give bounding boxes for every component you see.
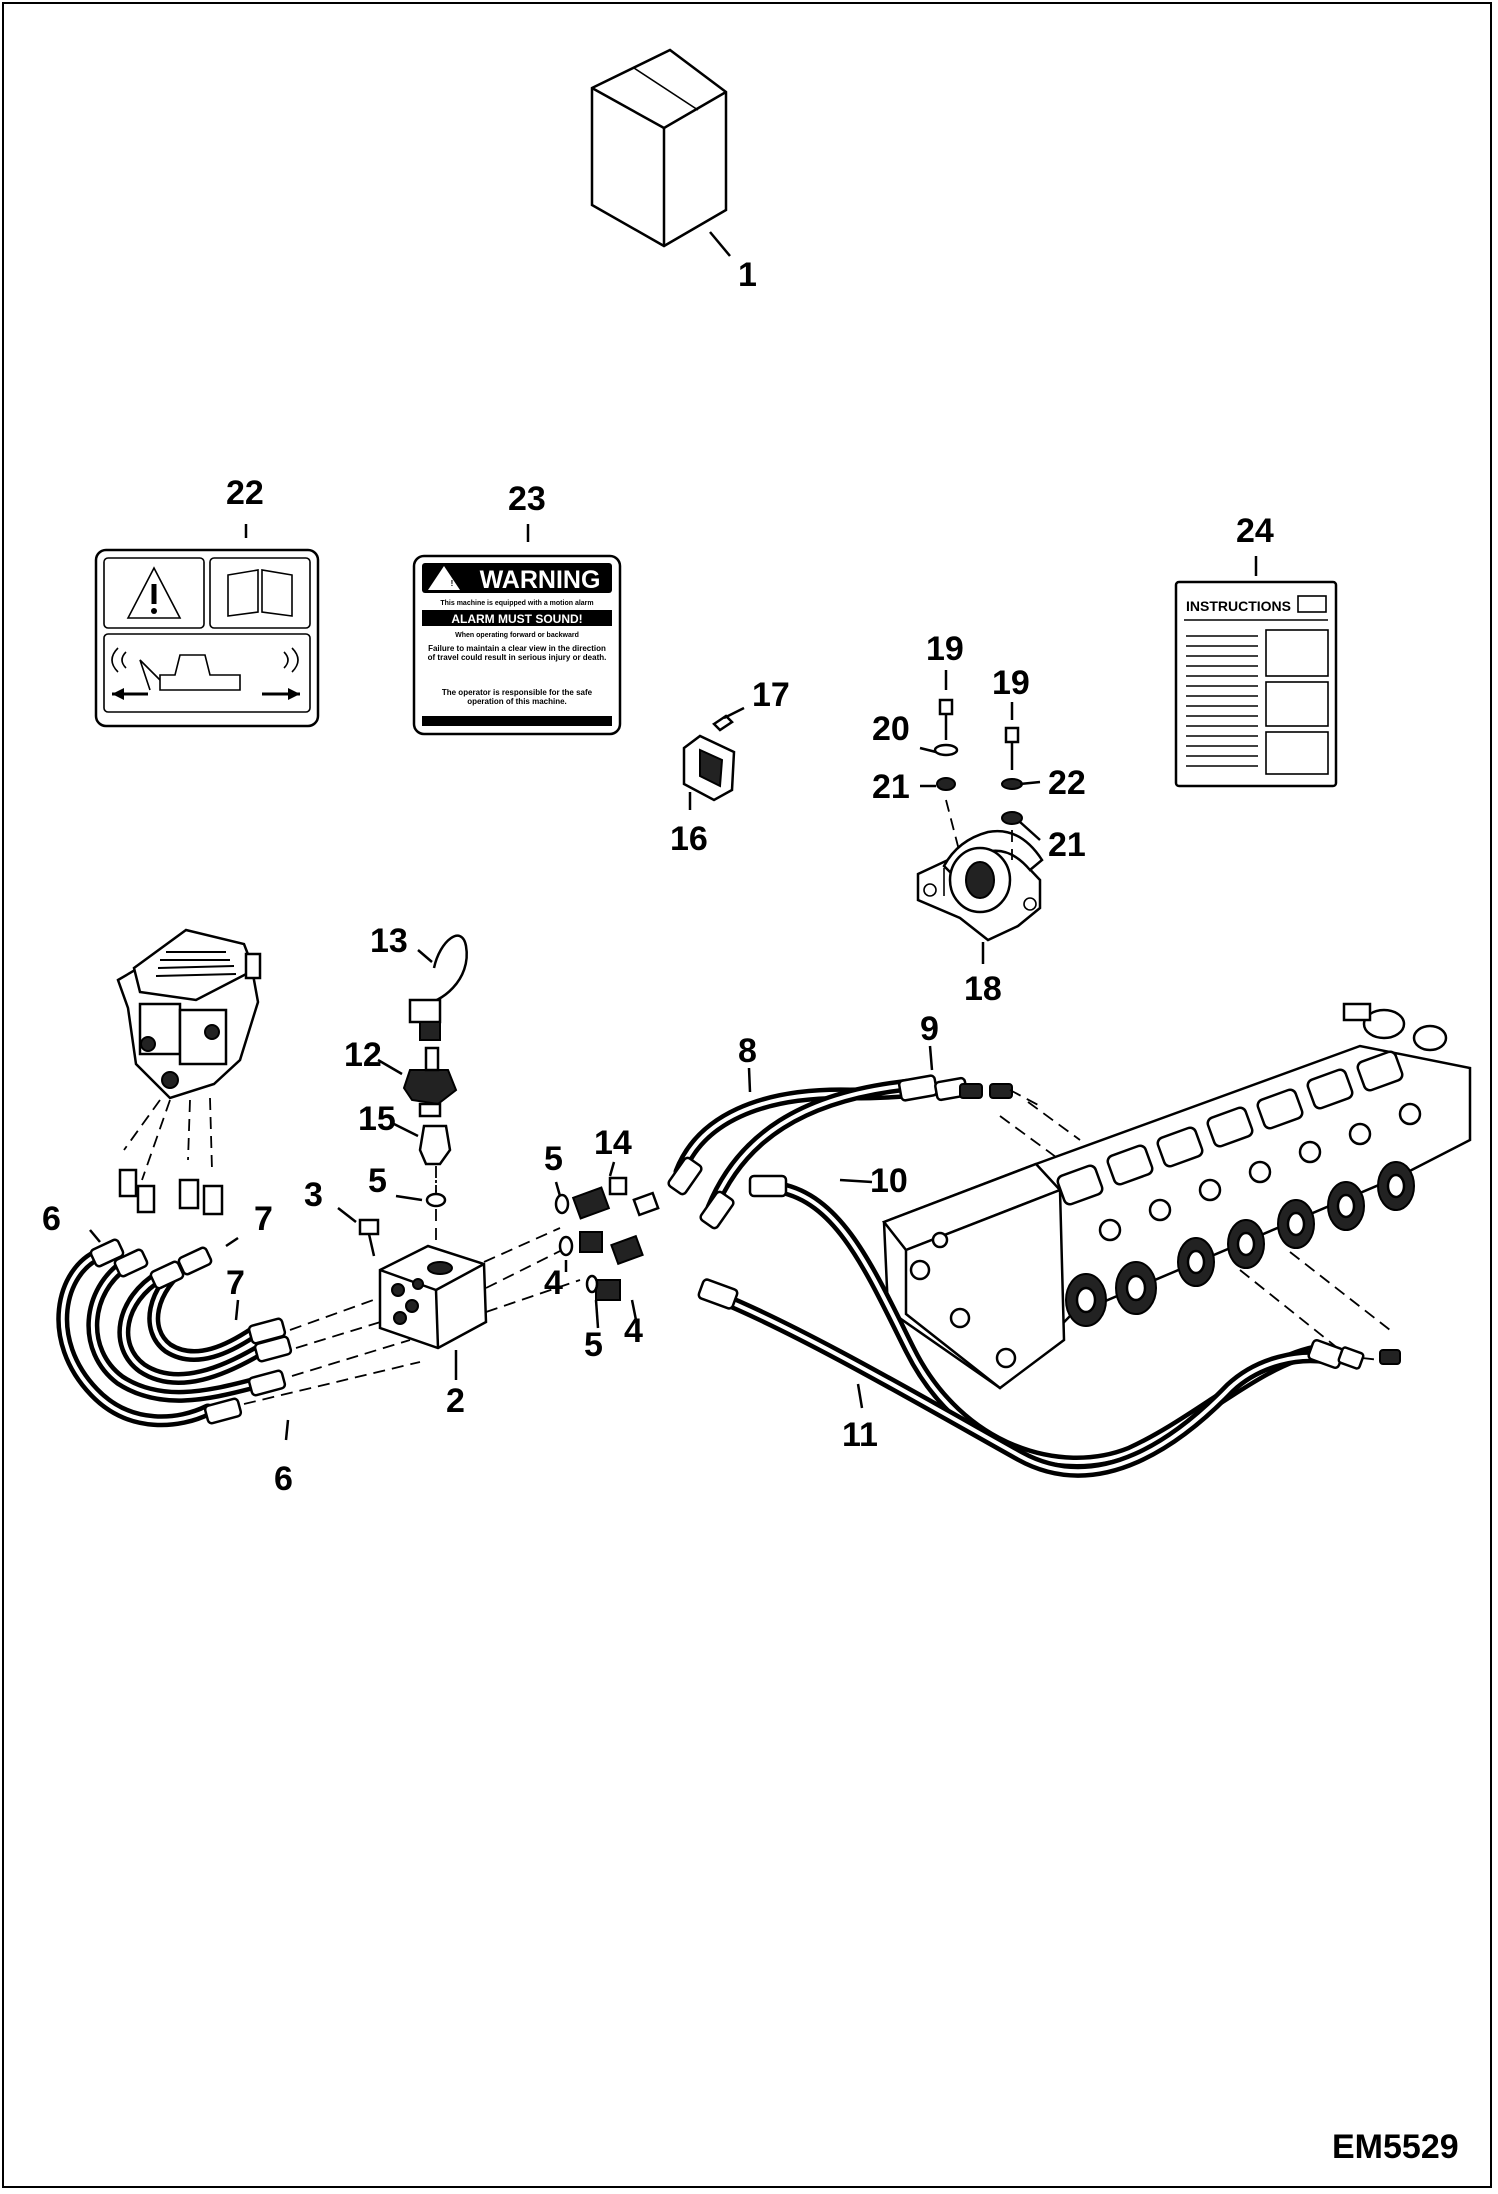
alarm-part xyxy=(916,670,1044,964)
callout-13: 13 xyxy=(370,922,408,960)
callout-20: 20 xyxy=(872,710,910,748)
callout-19a: 19 xyxy=(926,630,964,668)
callout-2: 2 xyxy=(446,1382,465,1420)
warning-line3: When operating forward or backward xyxy=(455,632,579,639)
callout-17: 17 xyxy=(752,676,790,714)
callout-19b: 19 xyxy=(992,664,1030,702)
callout-15: 15 xyxy=(358,1100,396,1138)
instruction-sheet-part: INSTRUCTIONS xyxy=(1174,556,1338,788)
callout-24: 24 xyxy=(1236,512,1274,550)
callout-6a: 6 xyxy=(42,1200,61,1238)
callout-21a: 21 xyxy=(872,768,910,806)
pressure-switch-part xyxy=(337,934,468,1223)
callout-23: 23 xyxy=(508,480,546,518)
shuttle-valve-part xyxy=(358,1180,581,1350)
callout-22: 22 xyxy=(1048,764,1086,802)
warning-line4: Failure to maintain a clear view in the … xyxy=(427,644,607,662)
callout-3: 3 xyxy=(304,1176,323,1214)
callout-18: 18 xyxy=(964,970,1002,1008)
callout-4b: 4 xyxy=(624,1312,643,1350)
callout-10: 10 xyxy=(870,1162,908,1200)
callout-labels: 1 22 23 24 19 19 17 20 21 22 21 16 18 13… xyxy=(42,256,1274,1498)
fittings-part xyxy=(554,1161,660,1329)
instructions-heading: INSTRUCTIONS xyxy=(1186,598,1291,614)
callout-5b: 5 xyxy=(544,1140,563,1178)
callout-1: 1 xyxy=(738,256,757,294)
callout-22-decal: 22 xyxy=(226,474,264,512)
callout-21b: 21 xyxy=(1048,826,1086,864)
valve-spools xyxy=(1056,1050,1422,1327)
callout-7a: 7 xyxy=(254,1200,273,1238)
kit-box-part xyxy=(590,48,731,257)
callout-4a: 4 xyxy=(544,1264,563,1302)
callout-5c: 5 xyxy=(584,1326,603,1364)
callout-14: 14 xyxy=(594,1124,632,1162)
pilot-valve-part xyxy=(116,928,262,1216)
callout-11: 11 xyxy=(842,1416,878,1454)
callout-8: 8 xyxy=(738,1032,757,1070)
warning-decal-part: ! WARNING This machine is equipped with … xyxy=(412,524,622,736)
control-valve-part xyxy=(881,1002,1472,1390)
callout-7b: 7 xyxy=(226,1264,245,1302)
decal-pictogram-part xyxy=(94,524,320,728)
callout-6b: 6 xyxy=(274,1460,293,1498)
drawing-code: EM5529 xyxy=(1332,2128,1459,2166)
hose-6-7-assembly xyxy=(56,1238,421,1428)
warning-line1: This machine is equipped with a motion a… xyxy=(440,600,593,607)
callout-16: 16 xyxy=(670,820,708,858)
warning-line5: The operator is responsible for the safe… xyxy=(441,688,593,706)
warning-line2: ALARM MUST SOUND! xyxy=(451,612,582,626)
svg-text:!: ! xyxy=(451,579,454,588)
callout-9: 9 xyxy=(920,1010,939,1048)
warning-heading: WARNING xyxy=(480,566,601,594)
callout-5a: 5 xyxy=(368,1162,387,1200)
callout-12: 12 xyxy=(344,1036,382,1074)
switch-part xyxy=(682,706,745,810)
hose-8-11-assembly xyxy=(667,1045,1401,1478)
